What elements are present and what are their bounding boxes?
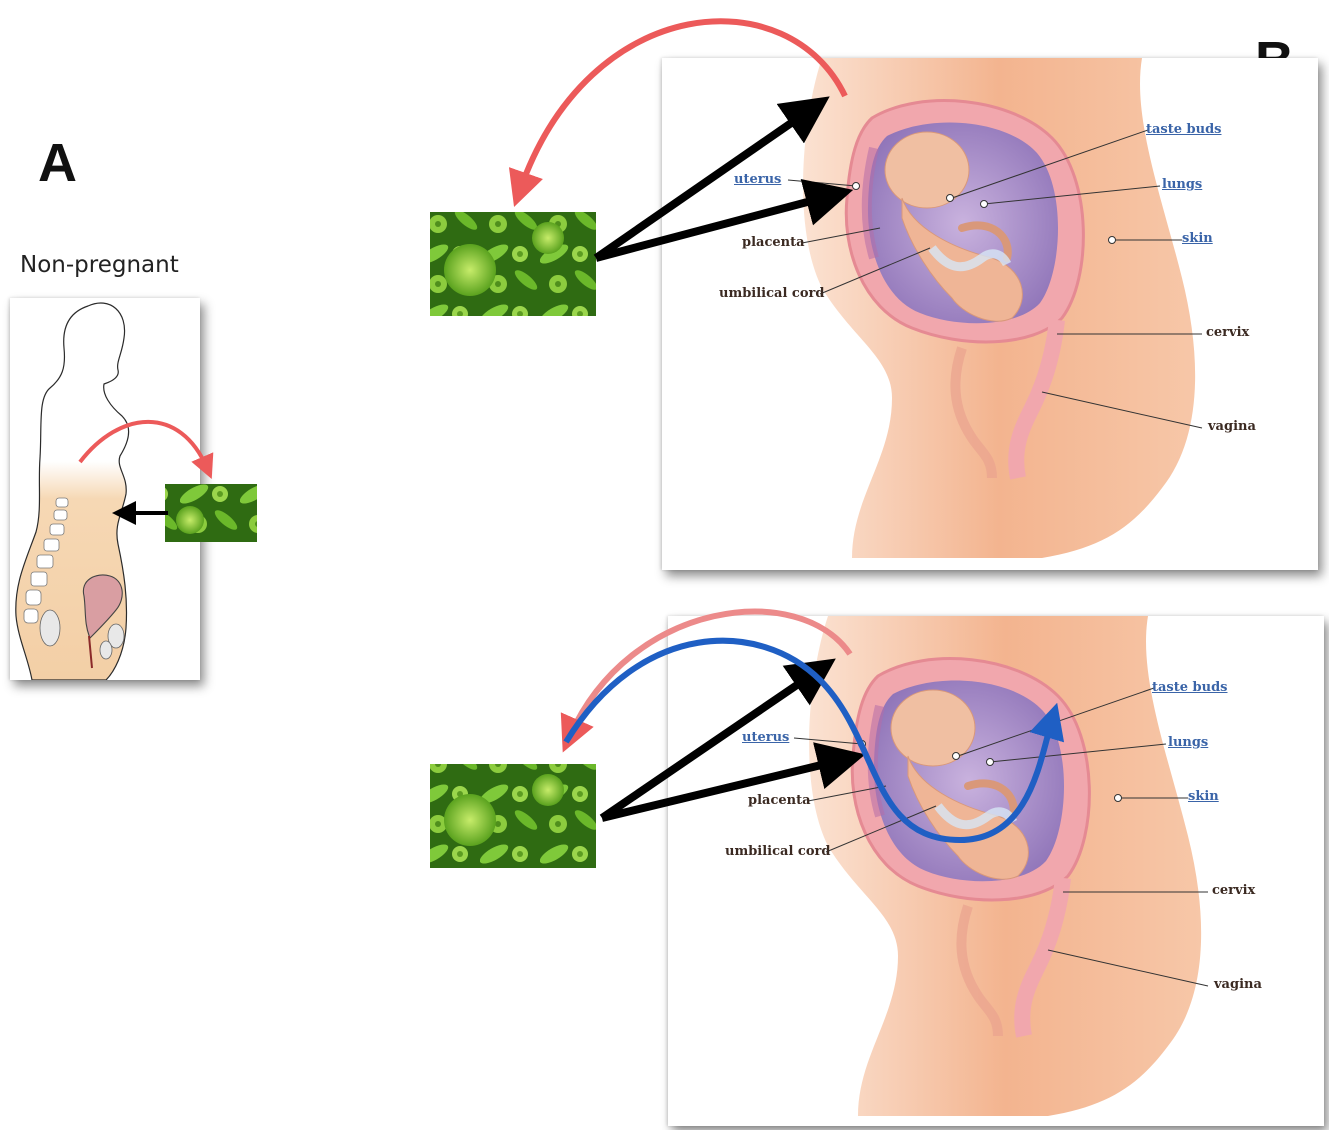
label-placenta-c: placenta (748, 793, 811, 808)
label-uterus-b[interactable]: uterus (734, 172, 781, 187)
non-pregnant-caption: Non-pregnant (20, 252, 179, 278)
label-cervix-b: cervix (1206, 325, 1249, 340)
pregnancy-illustration-card-c: uterus placenta umbilical cord taste bud… (668, 616, 1324, 1126)
label-lungs-b[interactable]: lungs (1162, 177, 1202, 192)
label-placenta-b: placenta (742, 235, 805, 250)
pregnancy-illustration-card-b: uterus placenta umbilical cord taste bud… (662, 58, 1318, 570)
label-taste-buds-c[interactable]: taste buds (1152, 680, 1228, 695)
microbe-image-b (430, 212, 596, 316)
microbe-image-c (430, 764, 596, 868)
label-lungs-c[interactable]: lungs (1168, 735, 1208, 750)
label-vagina-c: vagina (1214, 977, 1262, 992)
body-outline (16, 303, 129, 680)
label-cervix-c: cervix (1212, 883, 1255, 898)
non-pregnant-body-illustration (10, 298, 200, 680)
label-umbilical-cord-c: umbilical cord (725, 844, 830, 859)
label-skin-b[interactable]: skin (1182, 231, 1213, 246)
label-taste-buds-b[interactable]: taste buds (1146, 122, 1222, 137)
panel-a-letter: A (38, 136, 77, 190)
non-pregnant-card (10, 298, 200, 680)
label-vagina-b: vagina (1208, 419, 1256, 434)
label-skin-c[interactable]: skin (1188, 789, 1219, 804)
label-uterus-c[interactable]: uterus (742, 730, 789, 745)
label-umbilical-cord-b: umbilical cord (719, 286, 824, 301)
